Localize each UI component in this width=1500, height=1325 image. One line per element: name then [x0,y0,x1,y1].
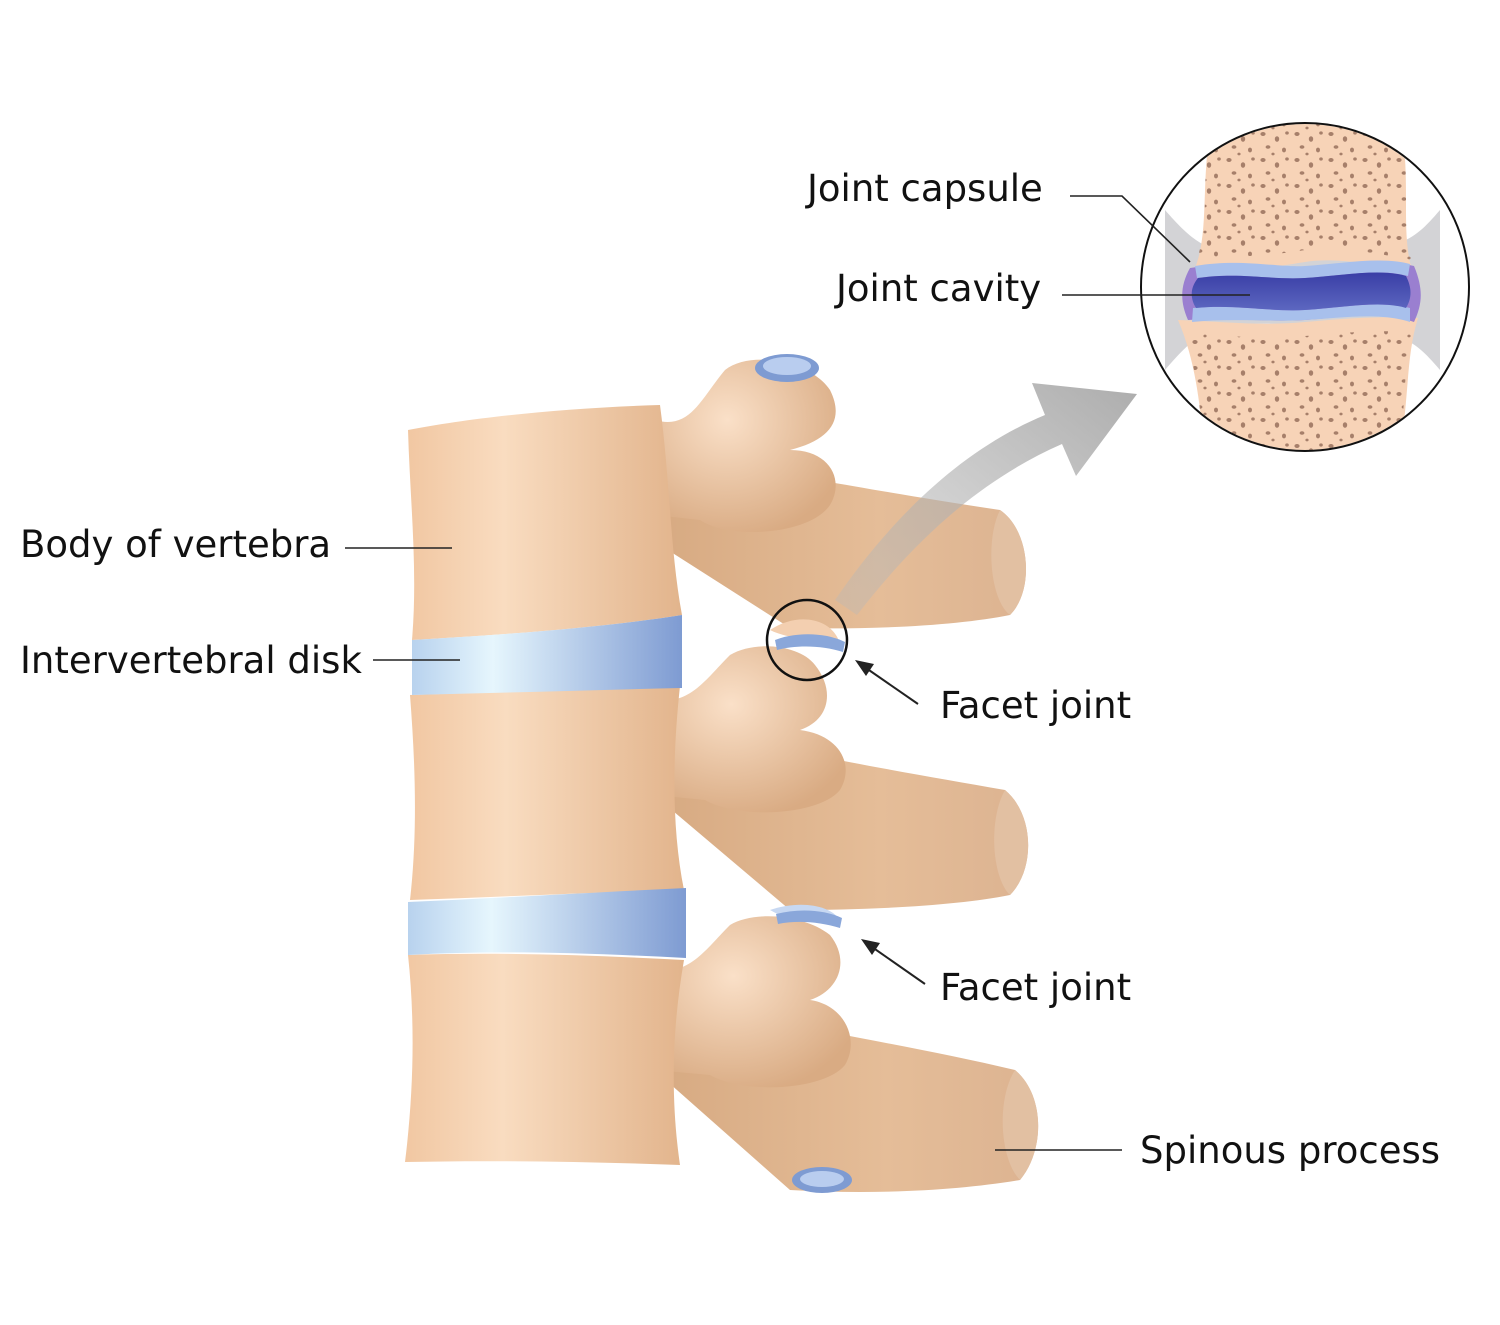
cartilage-upper [1195,260,1410,279]
spine-illustration [405,354,1039,1193]
magnifier-circle [1140,122,1470,452]
label-body-of-vertebra: Body of vertebra [20,523,331,566]
vertebral-body-upper [408,405,682,640]
facet-cartilage-lower [776,910,842,928]
leader-lines [345,195,1250,1151]
intervertebral-disk-lower [408,888,686,958]
leader-joint-capsule [1070,195,1191,263]
facet-highlight-ring [765,598,849,682]
bone-texture-lower [1185,331,1412,450]
intervertebral-disk-upper [412,615,682,695]
arrow-icon [861,939,926,985]
arrow-icon [855,660,919,705]
label-facet-joint-upper: Facet joint [940,684,1131,727]
cartilage-lower [1192,304,1410,322]
articular-process-upper [655,354,836,532]
label-intervertebral-disk: Intervertebral disk [20,639,362,682]
label-spinous-process: Spinous process [1140,1129,1440,1172]
joint-cavity-fluid [1191,272,1411,311]
facet-cartilage-upper [775,634,845,652]
articular-process-middle [655,619,846,813]
label-facet-joint-lower: Facet joint [940,966,1131,1009]
vertebral-body-lower [405,953,684,1165]
joint-magnified-view [1140,122,1470,452]
curved-arrow-icon [835,383,1137,615]
articular-process-lower [655,904,852,1193]
label-joint-cavity: Joint cavity [834,267,1041,310]
label-joint-capsule: Joint capsule [805,167,1043,210]
bone-texture-upper [1198,124,1412,260]
vertebral-body-middle [410,686,684,900]
